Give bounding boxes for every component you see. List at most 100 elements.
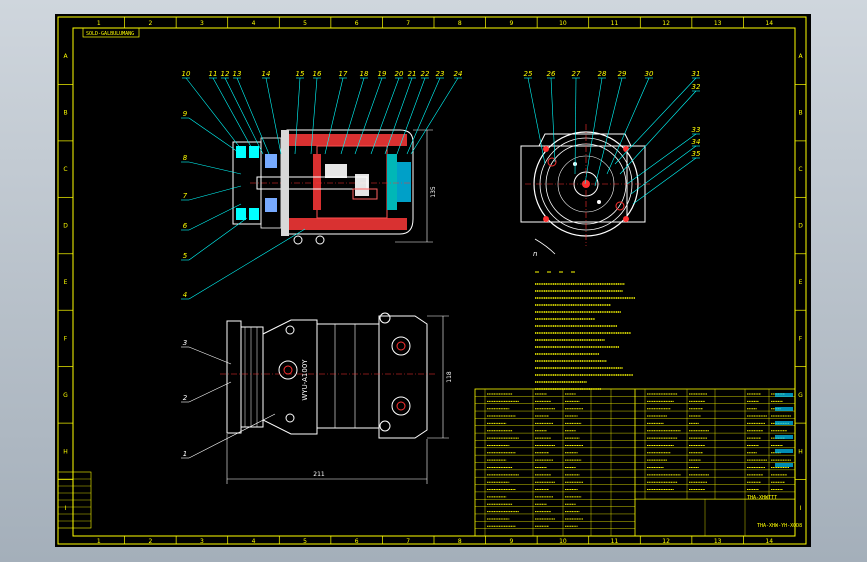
callout-number: 27	[572, 70, 581, 78]
callout-number: 17	[339, 70, 348, 78]
callout-number: 11	[209, 70, 218, 78]
column-label: 5	[303, 20, 307, 27]
callout-number: 1	[183, 450, 187, 458]
callout-number: 14	[262, 70, 271, 78]
callouts-bottom: 3 2 1	[181, 339, 276, 459]
column-label: 12	[662, 538, 670, 545]
callout-number: 30	[645, 70, 654, 78]
column-label: 11	[611, 538, 619, 545]
row-label: C	[798, 166, 802, 173]
column-label: 14	[765, 538, 773, 545]
callout-number: 12	[221, 70, 230, 78]
row-label: E	[64, 279, 68, 286]
row-labels-right: A B C D E F G H I	[795, 53, 806, 512]
column-label: 3	[200, 538, 204, 545]
callout-number: 3	[183, 339, 187, 347]
callout-number: 34	[692, 138, 701, 146]
callout-number: 10	[182, 70, 191, 78]
dim-section-height: 135	[430, 186, 437, 198]
bottom-view: WYU-A100Y 211 118 3 2 1	[181, 312, 453, 484]
row-label: F	[799, 335, 803, 342]
row-label: H	[63, 448, 68, 455]
column-label: 9	[509, 538, 513, 545]
column-label: 10	[559, 20, 567, 27]
callout-number: 24	[454, 70, 463, 78]
row-label: E	[799, 279, 803, 286]
column-label: 14	[765, 20, 773, 27]
callout-number: 22	[421, 70, 430, 78]
callouts-left: 9 8 7 6 5 4	[181, 110, 306, 300]
dim-bottom-width: 211	[313, 471, 325, 478]
column-label: 6	[355, 538, 359, 545]
bill-of-materials	[474, 388, 796, 537]
column-label: 11	[611, 20, 619, 27]
callout-number: 31	[692, 70, 701, 78]
column-label: 4	[252, 538, 256, 545]
callout-number: 19	[378, 70, 387, 78]
callout-number: 33	[692, 126, 701, 134]
column-label: 3	[200, 20, 204, 27]
callout-number: 15	[296, 70, 305, 78]
row-label: B	[798, 110, 802, 117]
row-label: D	[798, 223, 803, 230]
column-label: 9	[509, 20, 513, 27]
callout-number: 16	[313, 70, 322, 78]
callout-number: 21	[408, 70, 417, 78]
callout-number: 23	[436, 70, 445, 78]
row-label: C	[63, 166, 67, 173]
column-label: 10	[559, 538, 567, 545]
column-label: 7	[406, 538, 410, 545]
column-label: 7	[406, 20, 410, 27]
row-label: I	[800, 505, 802, 512]
callout-number: 5	[183, 252, 188, 260]
row-label: A	[63, 53, 68, 60]
callout-number: 18	[360, 70, 369, 78]
row-label: F	[64, 335, 68, 342]
column-label: 1	[97, 538, 101, 545]
column-label: 2	[148, 20, 152, 27]
callout-number: 35	[692, 150, 701, 158]
column-label: 5	[303, 538, 307, 545]
left-title-block	[57, 471, 92, 529]
callout-number: 26	[547, 70, 556, 78]
callout-number: 32	[692, 83, 701, 91]
column-label: 1	[97, 20, 101, 27]
row-label: G	[798, 392, 803, 399]
row-label: H	[798, 448, 803, 455]
technical-notes	[535, 271, 635, 390]
callout-number: 13	[233, 70, 242, 78]
column-label: 8	[458, 538, 462, 545]
callout-number: 9	[183, 110, 188, 118]
callout-number: 2	[183, 394, 188, 402]
row-label: G	[63, 392, 68, 399]
row-label: A	[798, 53, 803, 60]
column-label: 2	[148, 538, 152, 545]
callout-number: 6	[183, 222, 188, 230]
column-label: 12	[662, 20, 670, 27]
column-label: 13	[714, 538, 722, 545]
column-label: 6	[355, 20, 359, 27]
column-label: 13	[714, 20, 722, 27]
dim-bottom-height: 118	[446, 371, 453, 383]
callout-number: 7	[183, 192, 188, 200]
callout-number: 8	[183, 154, 188, 162]
row-label: B	[63, 110, 67, 117]
callout-number: 4	[183, 291, 187, 299]
callout-number: 28	[598, 70, 607, 78]
column-label: 8	[458, 20, 462, 27]
row-label: D	[63, 223, 68, 230]
callout-number: 20	[395, 70, 404, 78]
title-stamp: SOLD-GALBULUMANG	[86, 31, 134, 37]
model-text: WYU-A100Y	[301, 359, 309, 401]
callout-number: 29	[618, 70, 627, 78]
column-label: 4	[252, 20, 256, 27]
